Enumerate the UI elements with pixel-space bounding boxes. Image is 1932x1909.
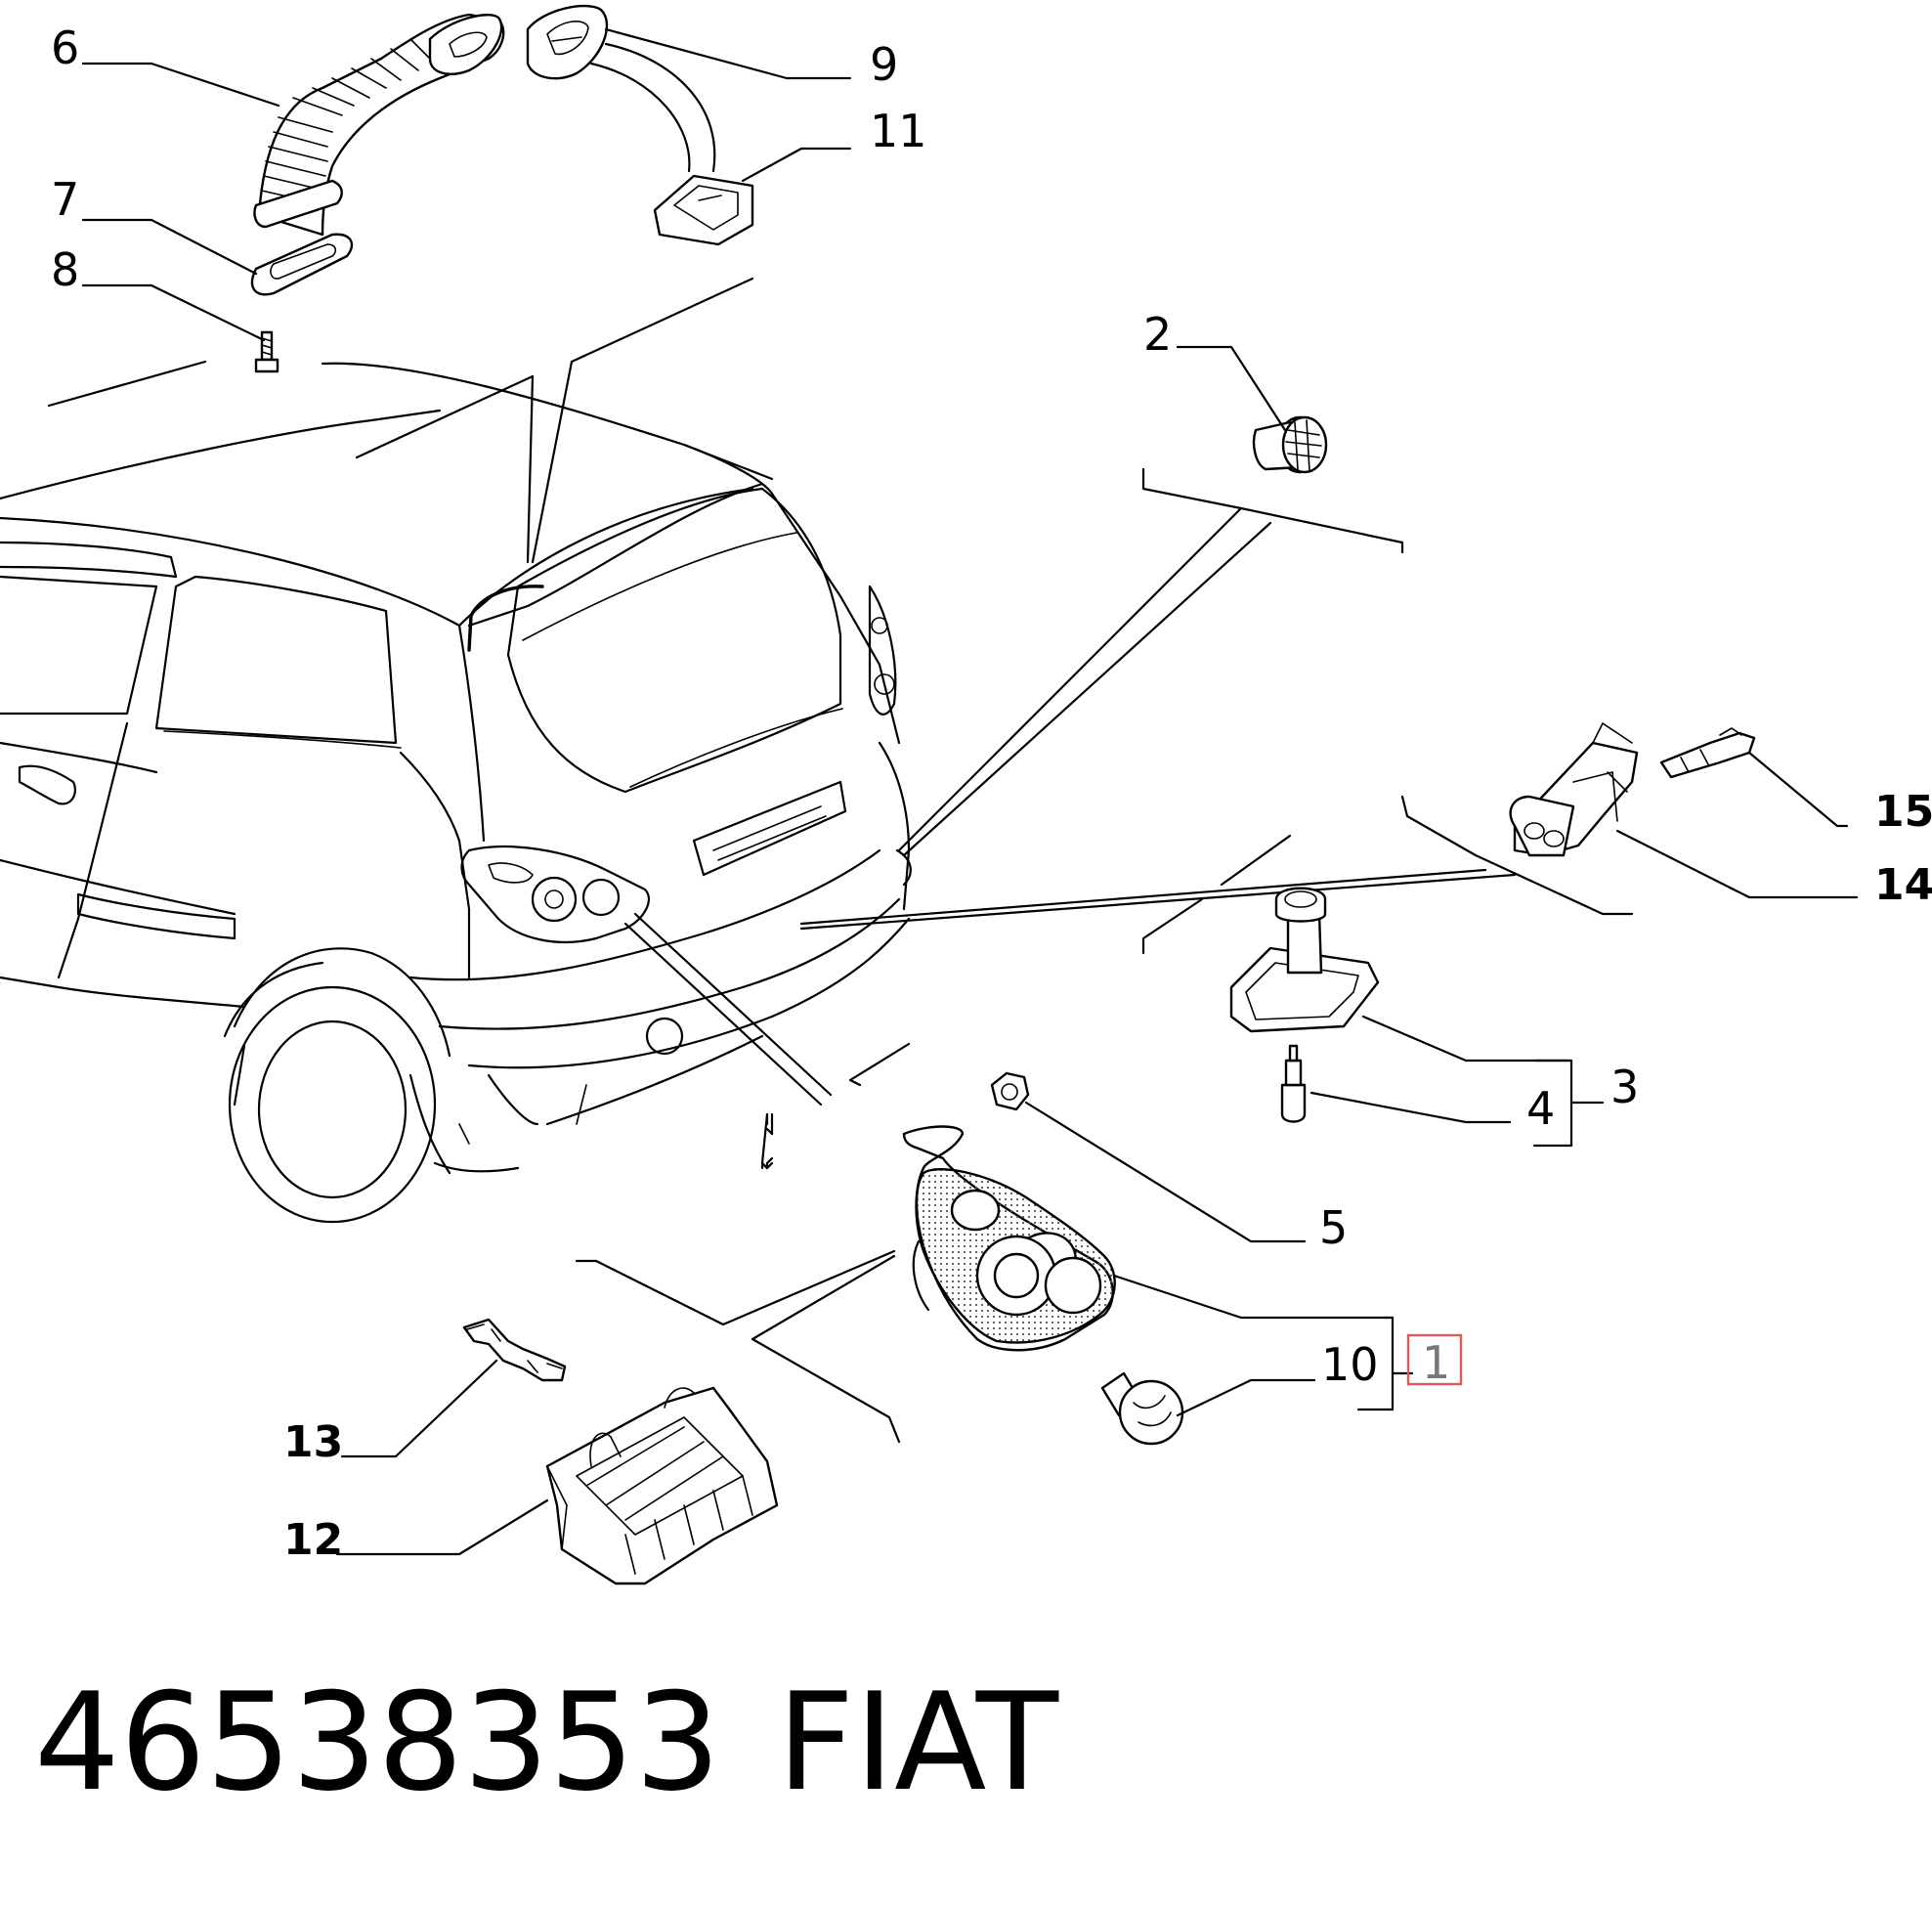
part-13-terminal: [462, 1318, 567, 1382]
callout-1: 1: [1422, 1336, 1450, 1389]
callout-2: 2: [1143, 308, 1172, 361]
callout-labels: 6 7 8 9 11 2 15 14 3 4 5 10 1 13 12: [51, 22, 1932, 1565]
callout-15: 15: [1874, 787, 1932, 837]
callout-8: 8: [51, 243, 79, 296]
part-number: 46538353: [34, 1664, 720, 1821]
part-14-connector: [1509, 722, 1639, 857]
callout-11: 11: [870, 105, 927, 157]
part-4-bulb: [1280, 1044, 1307, 1123]
callout-5: 5: [1319, 1201, 1348, 1254]
callout-13: 13: [283, 1417, 343, 1467]
caption: 46538353 FIAT: [34, 1664, 1059, 1821]
part-10-bulb: [1100, 1371, 1184, 1446]
callout-leaders: [81, 27, 1859, 1556]
callout-9: 9: [870, 38, 898, 91]
callout-3: 3: [1610, 1061, 1639, 1113]
cable-arc-inner: [589, 62, 691, 173]
callout-7: 7: [51, 173, 79, 226]
brand-name: FIAT: [777, 1664, 1059, 1821]
cable-arc: [604, 42, 716, 173]
part-1-tail-light: [902, 1125, 1116, 1352]
callout-4: 4: [1526, 1082, 1555, 1135]
part-12-connector-block: [545, 1386, 779, 1585]
part-3-plate-light: [1229, 887, 1380, 1033]
callout-10: 10: [1321, 1338, 1379, 1391]
part-2-cap: [1252, 415, 1328, 474]
part-8-screw: [254, 330, 279, 373]
callout-1-highlight-box: [1406, 1333, 1463, 1386]
callout-6: 6: [51, 22, 79, 74]
callout-12: 12: [283, 1515, 343, 1565]
part-5-nut: [990, 1071, 1030, 1111]
part-9-grommet: [526, 4, 609, 80]
part-6-corrugated-hose: [253, 13, 505, 237]
part-15-terminal: [1659, 727, 1756, 779]
reference-lines: [47, 277, 1634, 1444]
part-7-grommet: [250, 233, 354, 296]
car-body-outline: [0, 362, 912, 1224]
callout-14: 14: [1874, 860, 1932, 910]
part-11-grommet: [653, 174, 754, 246]
